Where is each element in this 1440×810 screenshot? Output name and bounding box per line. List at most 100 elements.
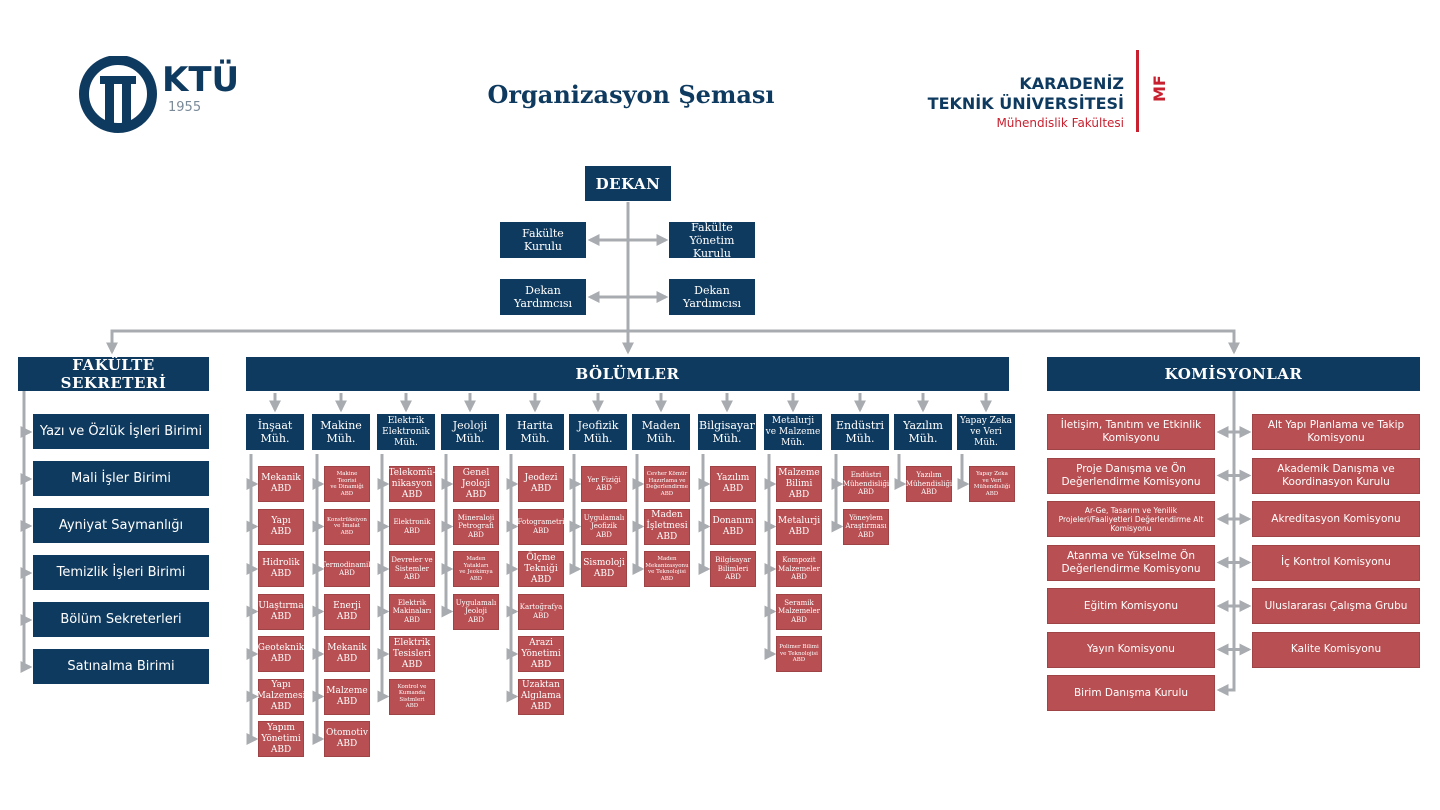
abd-line: Hidrolik [262,558,300,568]
page-title: Organizasyon Şeması [487,80,775,109]
dekan-yardimcisi-left-box: Dekan Yardımcısı [500,279,586,315]
abd-line: ABD [596,484,612,492]
abd-line: Jeodezi [524,473,558,483]
department-name-line: Müh. [908,432,938,445]
abd-line: Elektronik [393,518,431,526]
abd-line: Tekniği [524,563,558,574]
komisyon-right: Alt Yapı Planlama ve Takip Komisyonu [1252,414,1420,450]
abd-line: ABD [791,573,807,582]
komisyon-right: Akademik Danışma ve Koordinasyon Kurulu [1252,457,1420,494]
abd-line: Araştırması [845,522,887,531]
abd-line: Makinaları [392,607,432,616]
sekreter-unit: Temizlik İşleri Birimi [33,555,209,590]
mf-logo: KARADENİZ TEKNİK ÜNİVERSİTESİ Mühendisli… [928,50,1180,136]
abd-line: ABD [656,532,678,542]
komisyon-right: İç Kontrol Komisyonu [1252,544,1420,581]
abd-line: Telekomü- [388,467,436,478]
abd-line: Konstrüksiyon [327,516,367,523]
connector-line [1216,391,1236,696]
abd-line: ABD [530,702,552,712]
abd-line: ABD [404,526,420,535]
abd-line: Petrografi [458,522,494,531]
abd-line: ve Jeokimya [459,569,493,575]
department-name-line: Müh. [394,437,418,448]
department-name-line: Elektrik [387,415,425,426]
department-name-line: Müh. [974,437,998,448]
abd-line: ABD [788,489,810,500]
abd-line: Malzeme [778,467,820,478]
abd-line: Teorisi [337,477,357,484]
abd-line: ABD [858,530,874,539]
department-name-line: Yapay Zeka [959,415,1013,426]
abd-line: Maden [657,556,677,562]
fakulte-kurulu-box: Fakülte Kurulu [500,222,586,258]
department-name-line: Metalurji [771,415,815,426]
abd-line: Endüstri [850,471,882,480]
abd-line: ABD [725,573,741,582]
abd-line: ABD [468,530,484,539]
abd-line: Ölçme [526,552,556,563]
abd-line: Metalurji [777,515,821,526]
komisyon-left: İletişim, Tanıtım ve Etkinlik Komisyonu [1047,414,1215,450]
abd-line: ABD [468,615,484,624]
komisyon-right: Uluslararası Çalışma Grubu [1252,588,1420,624]
abd-line: Devreler ve [391,556,433,565]
abd-line: ABD [336,696,358,707]
abd-line: ABD [533,526,549,535]
abd-line: Elektrik [397,598,427,607]
abd-line: Seramik [784,598,814,607]
abd-line: Malzeme [326,685,368,696]
abd-line: Elektrik [393,637,431,648]
abd-line: ABD [985,490,999,497]
abd-line: Yazılım [916,471,942,480]
abd-line: Mineraloji [457,513,495,522]
abd-line: Cevher Kömür [646,471,688,477]
abd-line: ve İmalat [333,523,361,530]
abd-line: Enerji [333,600,361,611]
sekreter-unit: Satınalma Birimi [33,649,209,684]
fakulte-sekreteri-header: FAKÜLTE SEKRETERİ [18,356,209,392]
mf-logo-mark: MF [1150,75,1169,102]
abd-line: Jeoloji [461,478,491,489]
mf-logo-line3: Mühendislik Fakültesi [996,116,1124,130]
abd-line: Kompozit [782,556,816,565]
abd-line: ABD [270,569,292,579]
abd-line: Yapay Zeka [976,471,1008,477]
komisyon-right: Kalite Komisyonu [1252,631,1420,668]
abd-line: Makine [336,471,358,477]
abd-line: Malzemeler [778,564,820,573]
abd-line: ABD [336,611,358,622]
abd-line: ABD [858,488,874,497]
abd-line: ABD [660,490,674,497]
sekreter-unit: Yazı ve Özlük İşleri Birimi [33,414,209,449]
abd-line: Genel [462,467,490,478]
abd-line: Polimer Bilimi [779,644,819,651]
bolumler-header: BÖLÜMLER [246,357,1009,391]
department-name-line: Müh. [712,432,742,445]
abd-line: ABD [401,659,423,670]
